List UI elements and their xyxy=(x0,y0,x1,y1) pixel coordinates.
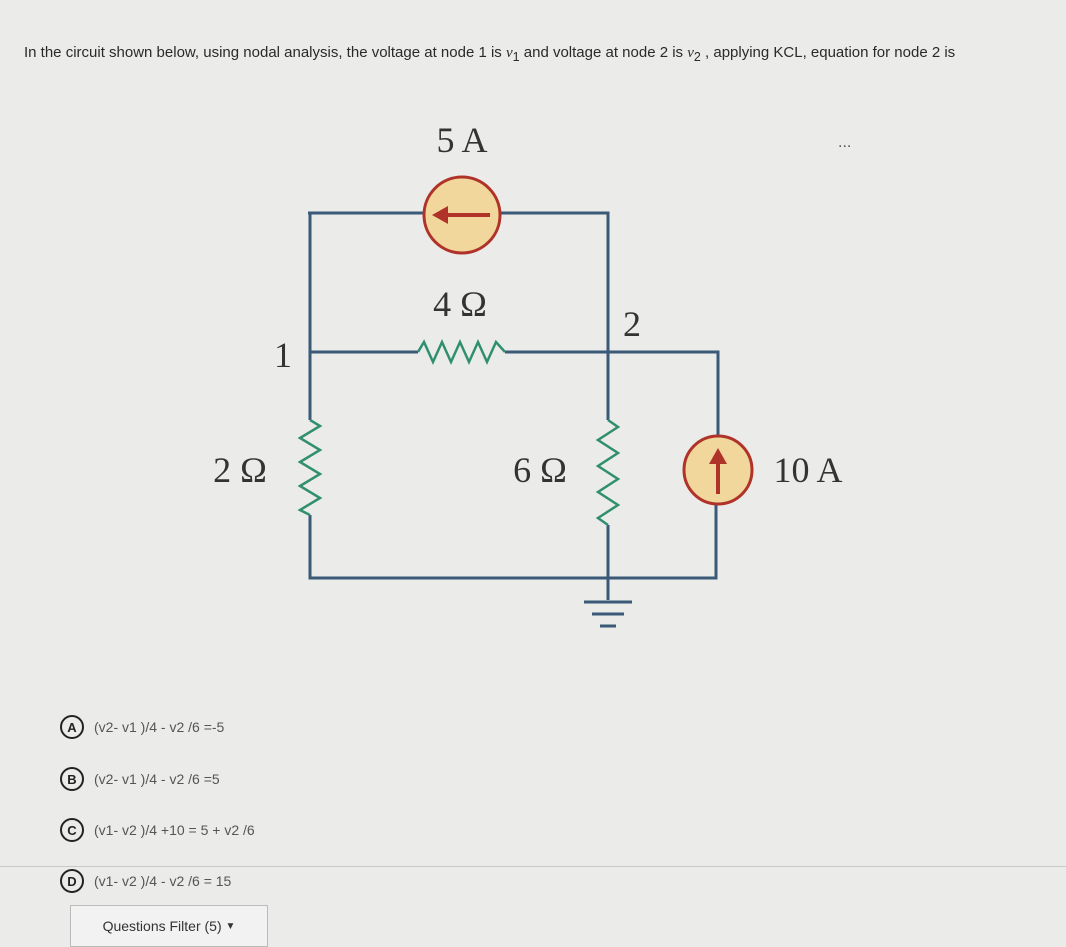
label-node1: 1 xyxy=(274,335,292,375)
current-source-10a xyxy=(682,434,754,506)
label-2ohm: 2 Ω xyxy=(213,450,267,490)
option-b[interactable]: B (v2- v1 )/4 - v2 /6 =5 xyxy=(60,767,220,791)
wire-node1 xyxy=(310,350,720,436)
resistor-4ohm xyxy=(416,338,506,366)
label-4ohm: 4 Ω xyxy=(433,284,487,324)
filter-label: Questions Filter (5) xyxy=(102,918,222,934)
more-options-button[interactable]: ... xyxy=(838,134,852,151)
option-text: (v2- v1 )/4 - v2 /6 =-5 xyxy=(94,719,225,735)
option-text: (v2- v1 )/4 - v2 /6 =5 xyxy=(94,771,220,787)
label-node2: 2 xyxy=(623,304,641,344)
option-badge: C xyxy=(60,818,84,842)
resistor-2ohm xyxy=(297,418,323,517)
wire-top xyxy=(308,211,610,352)
option-badge: A xyxy=(60,715,84,739)
questions-filter-dropdown[interactable]: Questions Filter (5) ▼ xyxy=(70,905,268,947)
option-text: (v1- v2 )/4 +10 = 5 + v2 /6 xyxy=(94,822,255,838)
option-badge: D xyxy=(60,869,84,893)
current-source-5a xyxy=(422,175,502,255)
label-10a: 10 A xyxy=(773,450,842,490)
divider xyxy=(0,866,1066,867)
caret-down-icon: ▼ xyxy=(225,920,236,932)
question-text: In the circuit shown below, using nodal … xyxy=(24,44,956,64)
label-6ohm: 6 Ω xyxy=(513,450,567,490)
option-d[interactable]: D (v1- v2 )/4 - v2 /6 = 15 xyxy=(60,869,231,893)
wire-left xyxy=(308,213,718,580)
option-c[interactable]: C (v1- v2 )/4 +10 = 5 + v2 /6 xyxy=(60,818,255,842)
resistor-6ohm xyxy=(595,418,621,527)
option-a[interactable]: A (v2- v1 )/4 - v2 /6 =-5 xyxy=(60,715,224,739)
option-badge: B xyxy=(60,767,84,791)
option-text: (v1- v2 )/4 - v2 /6 = 15 xyxy=(94,873,232,889)
label-5a: 5 A xyxy=(436,120,487,160)
ground-icon xyxy=(584,600,632,628)
